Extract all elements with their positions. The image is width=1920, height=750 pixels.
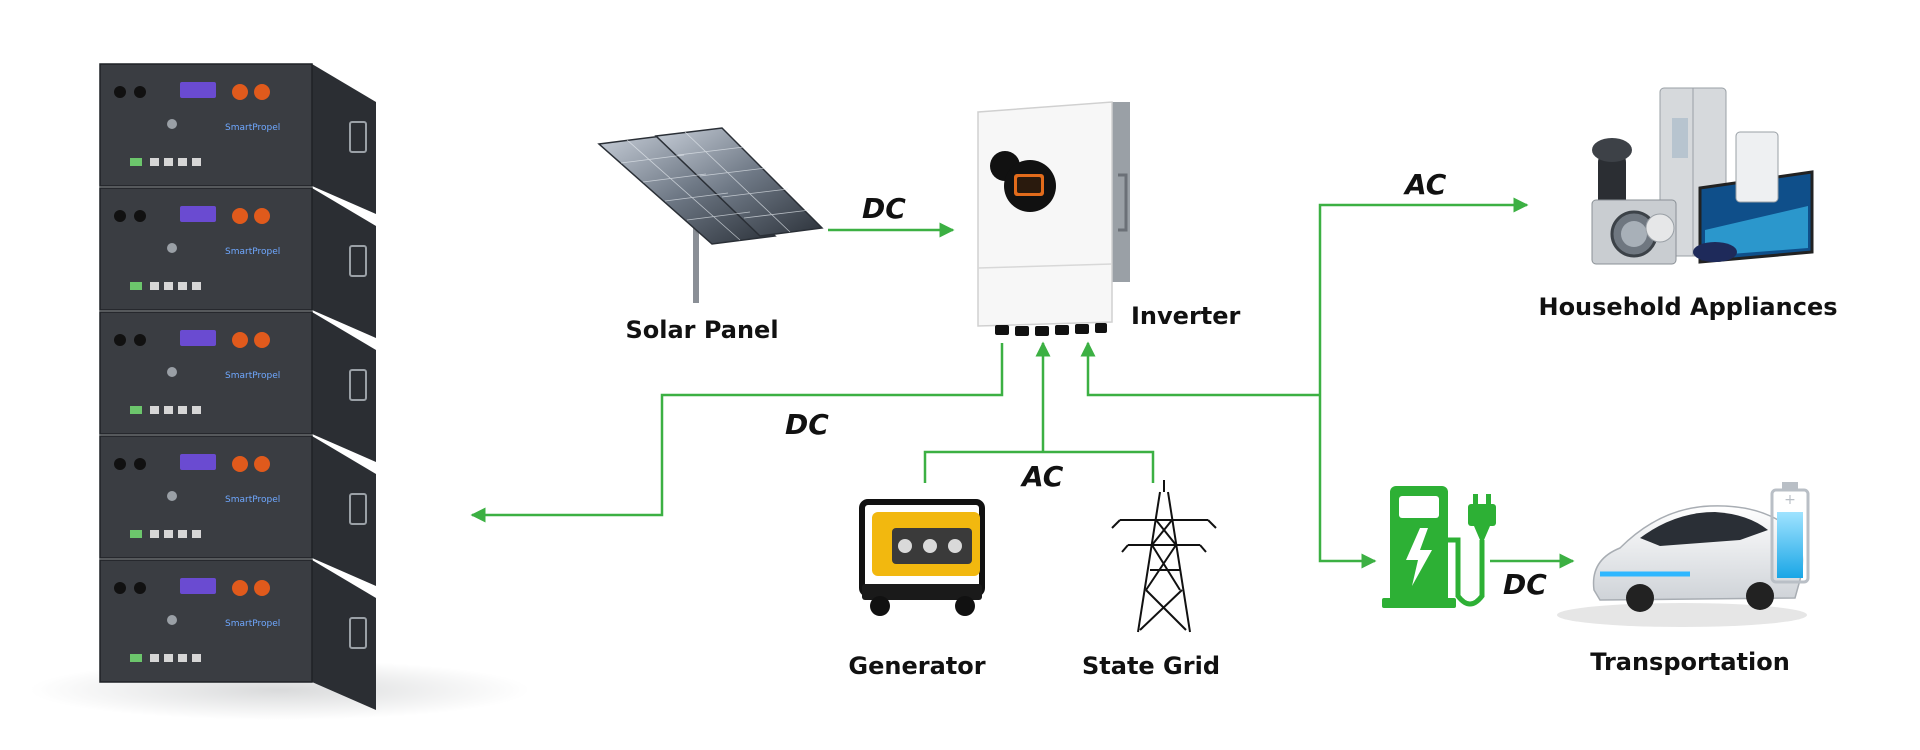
flow-label-battery-inverter: DC [785,408,829,441]
battery-brand-label: SmartPropel [225,371,280,381]
flow-line-inverter-to-battery [470,343,1004,523]
svg-text:+: + [1784,492,1796,508]
solar-panel-icon [597,127,824,303]
battery-brand-label: SmartPropel [225,247,280,257]
flow-lines [470,197,1575,569]
flow-line-return-to-inverter [1080,341,1320,397]
electric-car-icon: + [1557,482,1810,627]
generator-label: Generator [848,652,985,680]
inverter-label: Inverter [1131,302,1241,330]
flow-label-inverter-appliances: AC [1403,168,1447,201]
battery-module: SmartPropel [99,187,376,338]
battery-module: SmartPropel [99,435,376,586]
inverter-icon [977,101,1130,336]
ev-charger-icon [1382,486,1496,608]
solar-panel-label: Solar Panel [625,316,778,344]
battery-module: SmartPropel [99,311,376,462]
battery-brand-label: SmartPropel [225,123,280,133]
battery-module: SmartPropel [99,63,376,214]
battery-brand-label: SmartPropel [225,495,280,505]
appliances-icon [1591,87,1814,265]
battery-brand-label: SmartPropel [225,619,280,629]
flow-line-inverter-to-charger [1318,395,1377,569]
flow-line-inverter-to-appliances [1318,197,1529,395]
power-pylon-icon [1111,480,1217,633]
household-appliances-label: Household Appliances [1538,293,1837,321]
battery-stack-icon: SmartPropelSmartPropelSmartPropelSmartPr… [30,63,530,720]
state-grid-label: State Grid [1082,652,1220,680]
generator-icon [859,499,985,616]
battery-module: SmartPropel [99,559,376,710]
flow-label-solar-inverter: DC [862,192,906,225]
transportation-label: Transportation [1590,648,1790,676]
flow-line-ac-bus [923,450,1155,483]
flow-label-generator-grid: AC [1020,460,1064,493]
flow-label-charger-vehicle: DC [1503,568,1547,601]
